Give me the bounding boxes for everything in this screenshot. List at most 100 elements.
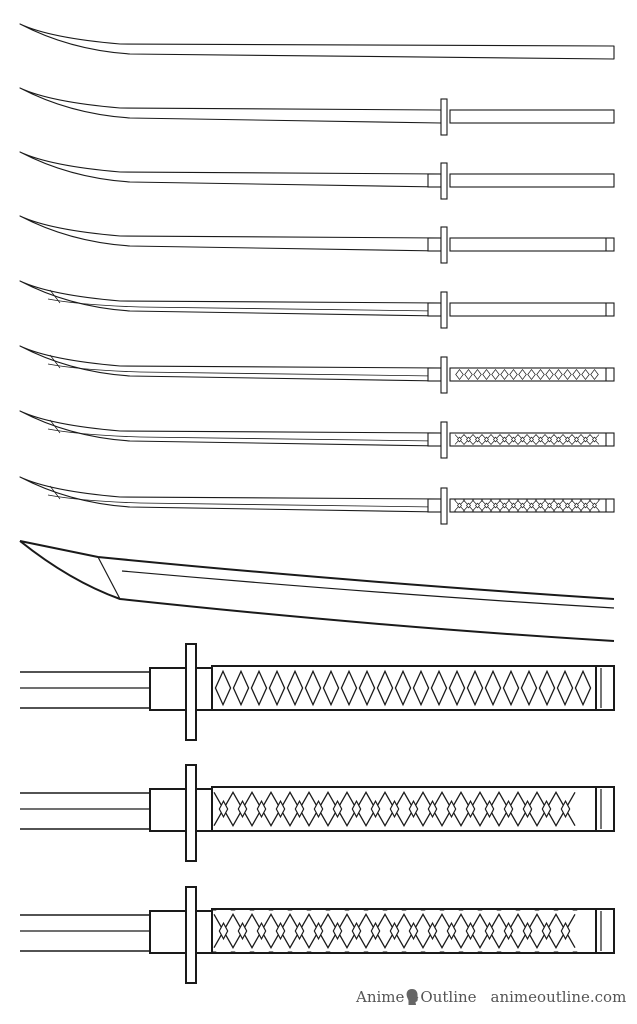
wrap-diamond bbox=[275, 921, 286, 941]
step-7-katana bbox=[19, 410, 615, 459]
watermark: Anime Outline animeoutline.com bbox=[356, 985, 626, 1009]
tip-closeup bbox=[19, 540, 615, 642]
wrap-diamond bbox=[583, 502, 588, 509]
wrap-diamond bbox=[475, 436, 480, 443]
wrap-diamond bbox=[232, 669, 250, 707]
handle-wrap-diamonds bbox=[455, 368, 599, 381]
wrap-diamond bbox=[581, 368, 590, 381]
habaki-collar bbox=[427, 367, 442, 382]
wrap-diamond bbox=[565, 502, 570, 509]
handle-wrap-full bbox=[211, 909, 578, 953]
wrap-diamond bbox=[520, 502, 525, 509]
tsuba-guard bbox=[185, 643, 197, 741]
wrap-diamond bbox=[313, 921, 324, 941]
wrap-diamond bbox=[493, 436, 498, 443]
step-5-katana bbox=[19, 280, 615, 329]
blade-ridge-line bbox=[121, 570, 615, 609]
blade bbox=[19, 280, 442, 317]
wrap-diamond bbox=[351, 921, 362, 941]
blade-ridge-line bbox=[47, 428, 436, 442]
wrap-diamond bbox=[408, 921, 419, 941]
blade bbox=[19, 87, 442, 124]
brand-logo: Anime Outline bbox=[356, 988, 477, 1006]
wrap-diamond bbox=[473, 368, 482, 381]
wrap-diamond bbox=[556, 669, 574, 707]
wrap-diamond bbox=[491, 368, 500, 381]
wrap-diamond bbox=[268, 669, 286, 707]
tsuba-guard bbox=[440, 487, 448, 525]
wrap-diamond bbox=[313, 799, 324, 819]
wrap-diamond bbox=[322, 669, 340, 707]
wrap-diamond bbox=[218, 799, 229, 819]
step-2-katana bbox=[19, 87, 615, 136]
wrap-diamond bbox=[538, 669, 556, 707]
wrap-diamond bbox=[538, 502, 543, 509]
blade bbox=[19, 151, 442, 188]
habaki-collar bbox=[427, 498, 442, 513]
wrap-diamond bbox=[583, 436, 588, 443]
wrap-diamond bbox=[563, 368, 572, 381]
wrap-diamond bbox=[412, 669, 430, 707]
tsuba-guard bbox=[440, 421, 448, 459]
wrap-diamond bbox=[482, 368, 491, 381]
wrap-diamond bbox=[592, 502, 597, 509]
habaki-collar bbox=[427, 173, 442, 188]
step-4-katana bbox=[19, 215, 615, 264]
wrap-diamond bbox=[503, 799, 514, 819]
wrap-diamond bbox=[389, 921, 400, 941]
kissaki-line bbox=[97, 556, 121, 600]
wrap-diamond bbox=[502, 502, 507, 509]
wrap-diamond bbox=[574, 436, 579, 443]
wrap-diamond bbox=[484, 502, 489, 509]
handle-wrap-full bbox=[453, 499, 601, 512]
tsuba-guard bbox=[440, 226, 448, 264]
wrap-diamond bbox=[256, 921, 267, 941]
wrap-diamond bbox=[511, 502, 516, 509]
wrap-diamond bbox=[218, 921, 229, 941]
tsuba-guard bbox=[185, 764, 197, 862]
wrap-diamond bbox=[446, 921, 457, 941]
wrap-diamond bbox=[503, 921, 514, 941]
handle-wrap-cross bbox=[454, 434, 600, 445]
handle-wrap-diamonds bbox=[214, 669, 592, 707]
wrap-diamond bbox=[427, 799, 438, 819]
handle bbox=[449, 109, 615, 124]
tsuba-guard bbox=[440, 356, 448, 394]
wrap-diamond bbox=[520, 669, 538, 707]
blade-spine bbox=[19, 540, 615, 600]
wrap-diamond bbox=[427, 921, 438, 941]
wrap-diamond bbox=[376, 669, 394, 707]
wrap-cord bbox=[454, 500, 600, 511]
wrap-diamond bbox=[518, 368, 527, 381]
wrap-diamond bbox=[446, 799, 457, 819]
tsuba-guard bbox=[440, 162, 448, 200]
wrap-diamond bbox=[565, 436, 570, 443]
wrap-diamond bbox=[466, 436, 471, 443]
tsuba-guard bbox=[440, 98, 448, 136]
wrap-diamond bbox=[389, 799, 400, 819]
wrap-diamond bbox=[560, 799, 571, 819]
handle-closeup-3 bbox=[20, 886, 615, 984]
wrap-diamond bbox=[237, 799, 248, 819]
wrap-diamond bbox=[547, 436, 552, 443]
wrap-diamond bbox=[538, 436, 543, 443]
wrap-diamond bbox=[332, 799, 343, 819]
wrap-diamond bbox=[520, 436, 525, 443]
blade bbox=[19, 410, 442, 447]
wrap-diamond bbox=[256, 799, 267, 819]
wrap-diamond bbox=[554, 368, 563, 381]
handle-wrap-cross bbox=[213, 790, 576, 828]
kissaki-line bbox=[49, 485, 61, 500]
wrap-diamond bbox=[502, 436, 507, 443]
handle bbox=[449, 302, 615, 317]
wrap-diamond bbox=[466, 502, 471, 509]
blade bbox=[19, 23, 615, 60]
wrap-diamond bbox=[536, 368, 545, 381]
wrap-diamond bbox=[455, 368, 464, 381]
wrap-diamond bbox=[541, 921, 552, 941]
tsuba-guard bbox=[185, 886, 197, 984]
blade-ridge-line bbox=[47, 298, 436, 312]
kissaki-line bbox=[49, 289, 61, 304]
wrap-diamond bbox=[556, 502, 561, 509]
